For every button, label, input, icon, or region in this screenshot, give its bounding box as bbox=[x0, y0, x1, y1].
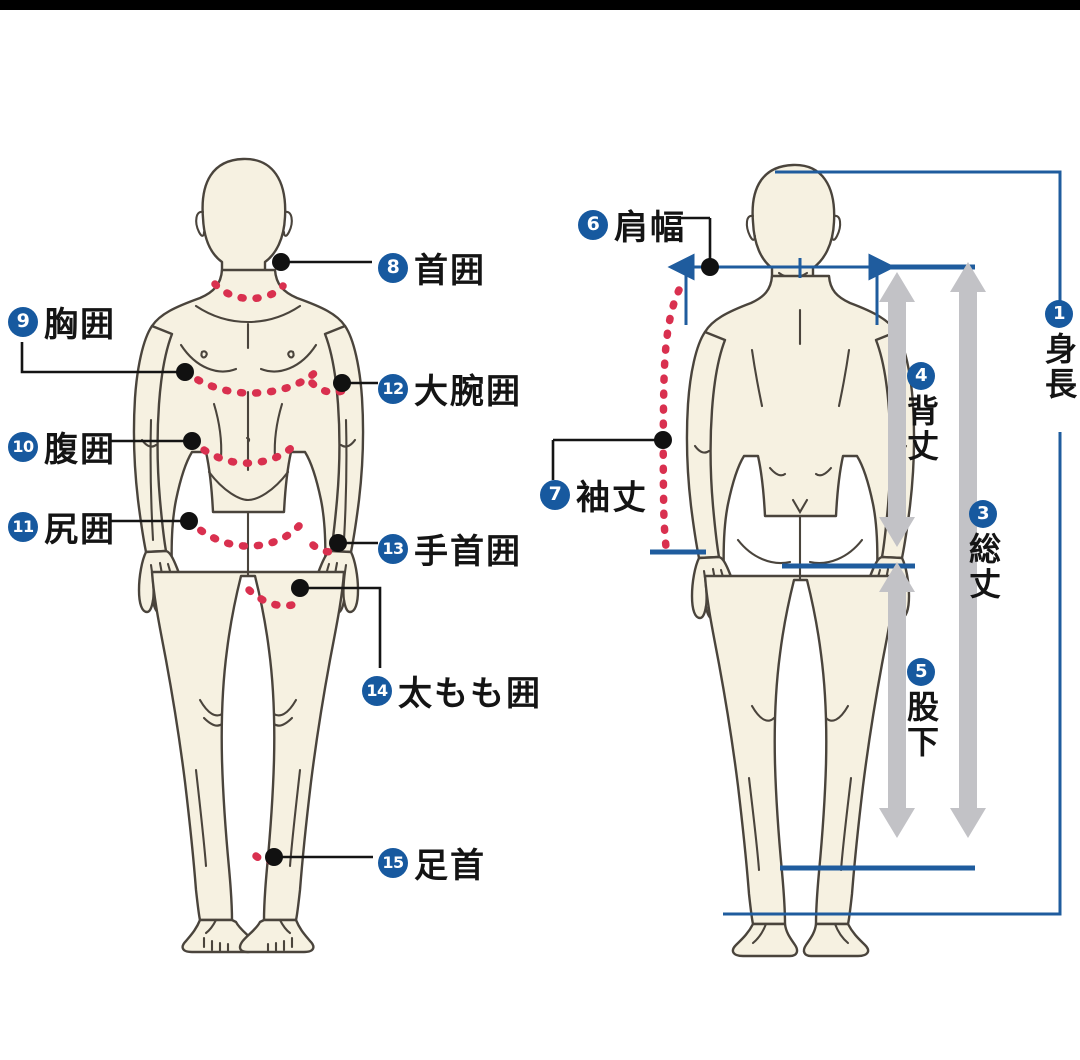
label-back-length-text: 背丈 bbox=[902, 394, 940, 464]
dim-height-lower bbox=[723, 432, 1062, 916]
dim-inseam-arrow bbox=[879, 562, 915, 838]
front-body-figure bbox=[20, 157, 382, 954]
label-height-text: 身長 bbox=[1040, 332, 1078, 402]
label-neck-text: 首囲 bbox=[414, 251, 486, 291]
dimension-lines bbox=[551, 170, 1062, 916]
label-wrist-text: 手首囲 bbox=[414, 532, 522, 572]
label-chest[interactable]: 9 胸囲 bbox=[8, 297, 116, 346]
label-back-length[interactable]: 4 背丈 bbox=[898, 362, 944, 464]
tape-wrist bbox=[309, 541, 338, 556]
label-inseam[interactable]: 5 股下 bbox=[898, 658, 944, 760]
badge-inseam: 5 bbox=[907, 658, 935, 686]
anchor-dot-ankle bbox=[265, 848, 283, 866]
label-thigh-text: 太もも囲 bbox=[398, 674, 542, 714]
label-hip[interactable]: 11 尻囲 bbox=[8, 502, 116, 551]
leader-thigh bbox=[300, 586, 382, 668]
dim-total-length-arrow bbox=[950, 262, 986, 838]
label-chest-text: 胸囲 bbox=[44, 305, 116, 345]
label-thigh[interactable]: 14 太もも囲 bbox=[362, 666, 542, 715]
label-total-length-text: 総丈 bbox=[964, 532, 1002, 602]
badge-neck: 8 bbox=[378, 252, 408, 283]
tape-hip bbox=[185, 516, 308, 550]
label-ankle-text: 足首 bbox=[414, 846, 486, 886]
badge-thigh: 14 bbox=[362, 675, 392, 706]
label-wrist[interactable]: 13 手首囲 bbox=[378, 524, 522, 573]
anchor-dot-shoulder-width bbox=[701, 258, 719, 276]
anchor-dot-waist bbox=[183, 432, 201, 450]
tape-sleeve-length bbox=[659, 286, 683, 560]
label-upper-arm-text: 大腕囲 bbox=[414, 372, 522, 412]
badge-sleeve-length: 7 bbox=[540, 479, 570, 510]
label-sleeve-length-text: 袖丈 bbox=[576, 478, 648, 518]
badge-back-length: 4 bbox=[907, 362, 935, 390]
anchor-dot-neck bbox=[272, 253, 290, 271]
anchor-dot-wrist bbox=[329, 534, 347, 552]
label-waist-text: 腹囲 bbox=[44, 430, 116, 470]
label-shoulder-width[interactable]: 6 肩幅 bbox=[578, 200, 686, 249]
badge-total-length: 3 bbox=[969, 500, 997, 528]
anchor-dot-hip bbox=[180, 512, 198, 530]
top-black-bar bbox=[0, 0, 1080, 10]
label-ankle[interactable]: 15 足首 bbox=[378, 838, 486, 887]
badge-shoulder-width: 6 bbox=[578, 209, 608, 240]
dim-back-length-arrow bbox=[879, 272, 915, 547]
tape-waist bbox=[188, 437, 301, 467]
label-waist[interactable]: 10 腹囲 bbox=[8, 422, 116, 471]
label-upper-arm[interactable]: 12 大腕囲 bbox=[378, 364, 522, 413]
label-sleeve-length[interactable]: 7 袖丈 bbox=[540, 470, 648, 519]
label-inseam-text: 股下 bbox=[902, 690, 940, 760]
badge-height: 1 bbox=[1045, 300, 1073, 328]
label-shoulder-width-text: 肩幅 bbox=[614, 208, 686, 248]
label-hip-text: 尻囲 bbox=[44, 510, 116, 550]
anchor-dot-thigh bbox=[291, 579, 309, 597]
dim-height-bracket bbox=[775, 170, 1062, 308]
badge-upper-arm: 12 bbox=[378, 373, 408, 404]
tape-thigh bbox=[245, 586, 296, 610]
label-neck[interactable]: 8 首囲 bbox=[378, 243, 486, 292]
badge-chest: 9 bbox=[8, 306, 38, 337]
badge-ankle: 15 bbox=[378, 847, 408, 878]
leader-chest bbox=[20, 342, 185, 374]
tape-neck bbox=[211, 280, 287, 303]
anchor-dot-sleeve-length bbox=[654, 431, 672, 449]
label-total-length[interactable]: 3 総丈 bbox=[960, 500, 1006, 602]
badge-waist: 10 bbox=[8, 431, 38, 462]
badge-hip: 11 bbox=[8, 511, 38, 542]
badge-wrist: 13 bbox=[378, 533, 408, 564]
label-height[interactable]: 1 身長 bbox=[1036, 300, 1080, 402]
anchor-dot-chest bbox=[176, 363, 194, 381]
tape-chest bbox=[181, 366, 322, 397]
anchor-dot-upper-arm bbox=[333, 374, 351, 392]
